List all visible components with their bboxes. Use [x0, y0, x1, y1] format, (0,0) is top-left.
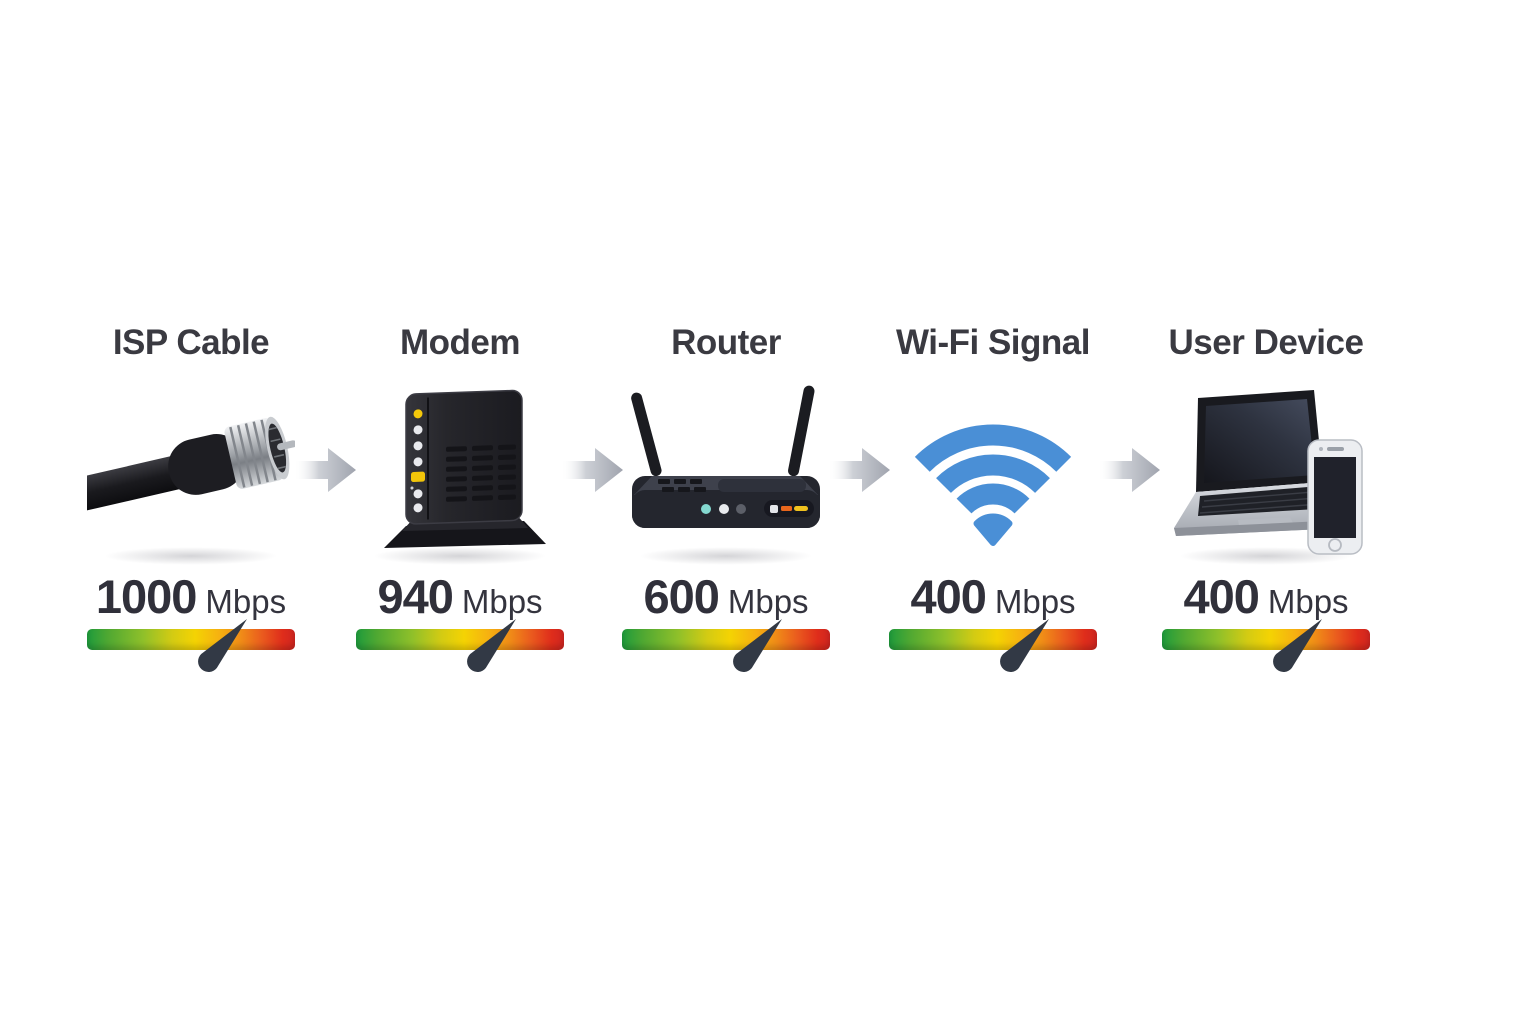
speed-gauge-bar	[889, 619, 1097, 672]
right-arrow-icon	[561, 448, 623, 492]
gauge-needle-icon	[198, 619, 247, 672]
stage-art	[87, 378, 295, 565]
drop-shadow	[372, 547, 548, 565]
speed-readout: 600 Mbps	[622, 569, 830, 627]
gauge-needle-icon	[733, 619, 782, 672]
right-arrow-icon	[294, 448, 356, 492]
stage-title: Modem	[400, 323, 521, 362]
gauge-needle-icon	[1273, 619, 1322, 672]
stage-isp-cable: ISP Cable	[87, 318, 295, 672]
wifi-signal-icon	[914, 424, 1072, 546]
speed-value: 400	[910, 570, 986, 623]
right-arrow-icon	[1098, 448, 1160, 492]
speed-unit: Mbps	[727, 583, 809, 620]
speed-unit: Mbps	[1267, 583, 1349, 620]
user-device-icon	[1174, 390, 1363, 555]
speed-readout: 400 Mbps	[1162, 569, 1370, 627]
speed-value: 600	[643, 570, 719, 623]
stage-art	[622, 378, 830, 565]
stage-art	[1162, 378, 1370, 565]
drop-shadow	[638, 547, 814, 565]
stage-title: ISP Cable	[112, 323, 270, 362]
stage-wifi-signal: Wi-Fi Signal 400 Mbps	[889, 318, 1097, 672]
drop-shadow	[103, 547, 279, 565]
stage-art	[889, 378, 1097, 565]
modem-icon	[384, 389, 546, 548]
stage-title: Router	[671, 323, 781, 362]
speed-value: 940	[377, 570, 453, 623]
stage-router: Router 600 Mbps	[622, 318, 830, 672]
drop-shadow	[1178, 547, 1354, 565]
speed-unit: Mbps	[461, 583, 543, 620]
speed-readout: 400 Mbps	[889, 569, 1097, 627]
gauge-needle-icon	[467, 619, 516, 672]
right-arrow-icon	[828, 448, 890, 492]
stage-user-device: User Device 400 Mbps	[1162, 318, 1370, 672]
speed-readout: 940 Mbps	[356, 569, 564, 627]
router-icon	[631, 385, 820, 528]
speed-readout: 1000 Mbps	[87, 569, 295, 627]
stage-modem: Modem	[356, 318, 564, 672]
stage-art	[356, 378, 564, 565]
gauge-needle-icon	[1000, 619, 1049, 672]
speed-value: 1000	[95, 570, 198, 623]
speed-gauge-bar	[87, 619, 295, 672]
stage-title: User Device	[1168, 323, 1364, 362]
stage-title: Wi-Fi Signal	[896, 323, 1090, 362]
coax-cable-icon	[87, 416, 295, 513]
speed-unit: Mbps	[205, 583, 287, 620]
speed-unit: Mbps	[994, 583, 1076, 620]
speed-value: 400	[1183, 570, 1259, 623]
speed-gauge-bar	[356, 619, 564, 672]
speed-gauge-bar	[622, 619, 830, 672]
speed-gauge-bar	[1162, 619, 1370, 672]
